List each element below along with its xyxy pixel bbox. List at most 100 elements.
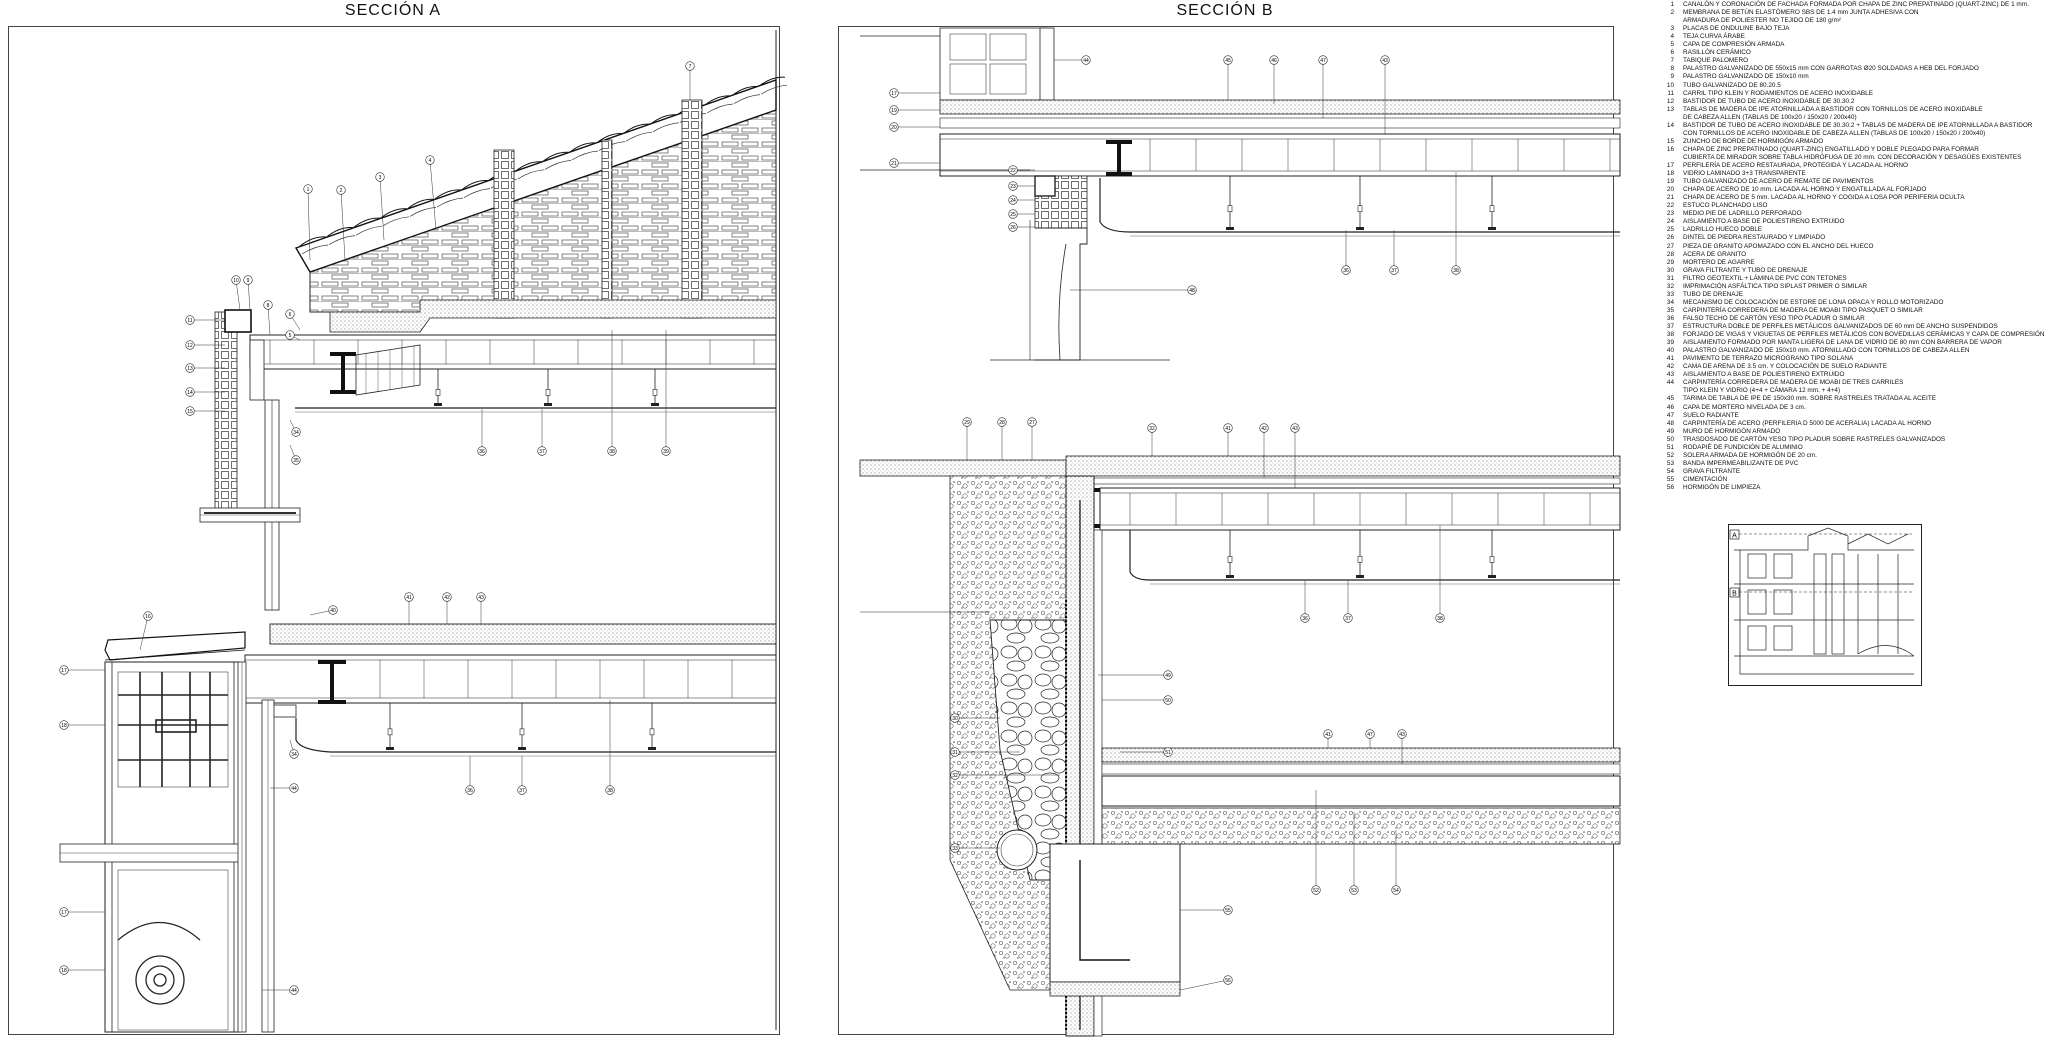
reference-tag: 38 — [1453, 268, 1459, 274]
legend-text: CANALÓN Y CORONACIÓN DE FACHADA FORMADA … — [1683, 1, 2029, 8]
section-a-drawing: 1112131415109865123473435363738391617181… — [59, 30, 788, 1033]
legend-number: 52 — [1666, 451, 1674, 459]
reference-tag: 7 — [689, 64, 692, 70]
reference-tag: 41 — [1325, 732, 1331, 738]
legend-text: CHAPA DE ACERO DE 5 mm. LACADA AL HORNO … — [1683, 194, 1965, 202]
section-b-title: SECCIÓN B — [1176, 2, 1274, 19]
tile — [731, 86, 759, 96]
legend-text: IMPRIMACIÓN ASFÁLTICA TIPO SIPLAST PRIME… — [1683, 282, 1867, 290]
reference-tag: 30 — [952, 716, 958, 722]
tag-circle — [1223, 423, 1233, 433]
legend-number: 2 — [1670, 9, 1674, 17]
tile — [542, 151, 570, 162]
legend-number: 26 — [1666, 234, 1674, 242]
tag-circle — [889, 158, 899, 168]
legend-number: 38 — [1666, 331, 1674, 339]
reference-tag: 37 — [539, 449, 545, 455]
reference-tag: 34 — [291, 752, 297, 758]
reference-tag: 37 — [1345, 616, 1351, 622]
legend-number: 34 — [1666, 298, 1674, 306]
tag-circle — [289, 783, 299, 793]
leader-line — [1179, 979, 1229, 991]
stone-lintel — [1035, 227, 1088, 361]
tag-circle — [950, 713, 960, 723]
legend-text: PAVIMENTO DE TERRAZO MICROGRANO TIPO SOL… — [1683, 355, 1854, 363]
legend-number: 37 — [1666, 323, 1674, 330]
reference-tag: 12 — [187, 343, 193, 349]
legend-text: CON TORNILLOS DE ACERO INOXIDABLE DE CAB… — [1683, 129, 1986, 137]
tag-circle — [1187, 285, 1197, 295]
hanger-clip — [649, 728, 655, 736]
tag-circle — [243, 275, 253, 285]
legend-number: 4 — [1670, 33, 1674, 41]
reference-tag: 17 — [61, 910, 67, 916]
tag-circle — [59, 665, 69, 675]
tag-circle — [1223, 905, 1233, 915]
hanger-profile — [1356, 575, 1364, 578]
legend-number: 1 — [1670, 1, 1674, 8]
leader-line — [267, 304, 271, 336]
legend-number: 28 — [1666, 250, 1674, 258]
section-b-panel: SECCIÓN B — [830, 0, 1621, 1039]
legend-number: 13 — [1666, 105, 1674, 113]
legend-text: FALSO TECHO DE CARTÓN YESO TIPO PLADUR O… — [1683, 314, 1865, 322]
basement-slab — [1101, 775, 1621, 807]
legend-number: 49 — [1666, 427, 1674, 435]
legend-number: 6 — [1670, 49, 1674, 57]
reference-tag: 34 — [293, 430, 299, 436]
legend-text: MURO DE HORMIGÓN ARMADO — [1683, 427, 1781, 435]
legend-number: 51 — [1666, 443, 1674, 451]
legend-text: FILTRO GEOTEXTIL + LÁMINA DE PVC CON TET… — [1683, 274, 1847, 282]
key-plan: A B — [1728, 524, 1922, 686]
tag-circle — [1397, 729, 1407, 739]
reference-tag: 36 — [1302, 616, 1308, 622]
legend-number: 22 — [1666, 202, 1674, 210]
tag-circle — [263, 300, 273, 310]
reference-tag: 10 — [233, 278, 239, 284]
tag-circle — [289, 749, 299, 759]
legend-number: 44 — [1666, 379, 1674, 387]
leader-line — [235, 279, 241, 311]
reference-tag: 15 — [187, 409, 193, 415]
reference-tag: 24 — [1010, 198, 1016, 204]
reference-tag: 43 — [1292, 426, 1298, 432]
reference-tag: 32 — [1149, 426, 1155, 432]
tag-circle — [962, 417, 972, 427]
tag-circle — [889, 122, 899, 132]
legend-text: CAPA DE COMPRESIÓN ARMADA — [1683, 41, 1785, 49]
tile — [623, 123, 651, 134]
tag-circle — [1259, 423, 1269, 433]
legend-text: AISLAMIENTO A BASE DE POLIESTIRENO EXTRU… — [1683, 218, 1845, 226]
legend-text: SOLERA ARMADA DE HORMIGÓN DE 20 cm. — [1683, 451, 1817, 459]
facade-cladding — [214, 311, 238, 513]
tag-circle — [442, 592, 452, 602]
reference-tag: 27 — [1029, 420, 1035, 426]
tag-circle — [328, 605, 338, 615]
drain-pipe — [996, 829, 1038, 871]
reference-tag: 39 — [663, 449, 669, 455]
legend-number: 48 — [1666, 419, 1674, 427]
reference-tag: 2 — [340, 188, 343, 194]
legend-number: 23 — [1666, 210, 1674, 218]
tag-circle — [425, 155, 435, 165]
tag-circle — [950, 747, 960, 757]
hanger-profile — [651, 403, 659, 406]
tag-circle — [1269, 55, 1279, 65]
tag-circle — [950, 770, 960, 780]
reference-tag: 4 — [429, 158, 432, 164]
hanger-clip — [1227, 556, 1233, 563]
legend-text: CARPINTERÍA CORREDERA DE MADERA DE MOABI… — [1683, 379, 1904, 387]
legend-text: TABLAS DE MADERA DE IPE ATORNILLADA A BA… — [1683, 105, 1983, 113]
tile — [353, 217, 381, 228]
tile — [382, 216, 410, 227]
tag-circle — [1008, 195, 1018, 205]
tag-circle — [185, 387, 195, 397]
key-plan-drawing: A B — [1728, 524, 1922, 686]
reference-tag: 45 — [1225, 58, 1231, 64]
false-ceiling — [1099, 178, 1620, 233]
reference-tag: 36 — [467, 788, 473, 794]
tag-circle — [1163, 747, 1173, 757]
legend-number: 53 — [1666, 459, 1674, 467]
tile — [706, 103, 734, 114]
reference-tag: 53 — [1351, 888, 1357, 894]
